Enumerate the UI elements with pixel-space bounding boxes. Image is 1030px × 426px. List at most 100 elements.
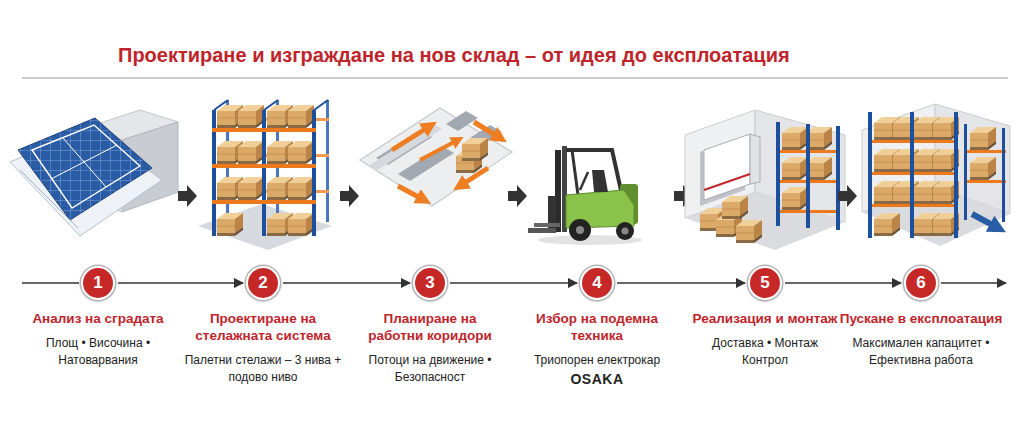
step-circle: 1 xyxy=(81,266,115,300)
aisle-plan-illustration-part xyxy=(392,126,430,150)
warehouse-illustration-part xyxy=(966,180,1006,183)
warehouse-illustration-part xyxy=(910,112,914,238)
step-number: 2 xyxy=(248,268,278,298)
timeline-arrow xyxy=(617,282,745,284)
assembly-illustration-part xyxy=(685,110,755,218)
assembly-illustration-part xyxy=(776,122,780,226)
blueprint-illustration-part xyxy=(32,125,140,208)
rack-illustration-part xyxy=(238,141,264,164)
step-node: 2Проектиране на стелажната системаПалетн… xyxy=(181,266,346,387)
step-description: Максимален капацитет • Ефективна работа xyxy=(846,335,996,370)
aisle-plan-illustration-part xyxy=(474,122,500,138)
aisle-plan-illustration-part xyxy=(360,108,512,206)
forklift-illustration xyxy=(528,146,642,245)
step-node: 3Планиране на работни коридориПотоци на … xyxy=(355,266,505,387)
step-number: 1 xyxy=(83,268,113,298)
timeline-line xyxy=(22,282,79,284)
step-arrow xyxy=(508,185,527,207)
step-circle: 3 xyxy=(413,266,447,300)
warehouse-illustration-part xyxy=(1002,128,1005,222)
step-arrow xyxy=(340,185,359,207)
step-circle: 5 xyxy=(748,266,782,300)
step-circle: 4 xyxy=(580,266,614,300)
blueprint-illustration xyxy=(10,110,178,236)
step-heading: Реализация и монтаж xyxy=(679,311,851,328)
step-number: 4 xyxy=(582,268,612,298)
assembly-illustration-part xyxy=(782,157,808,180)
rack-illustration-part xyxy=(288,177,314,200)
warehouse-illustration-part xyxy=(964,124,967,220)
assembly-illustration-part xyxy=(750,134,760,184)
rack-illustration xyxy=(198,100,332,250)
forklift-illustration-part xyxy=(580,172,588,190)
assembly-illustration-part xyxy=(782,187,808,210)
diagram-title: Проектиране и изграждане на нов склад – … xyxy=(118,44,790,67)
assembly-illustration-part xyxy=(782,127,808,150)
step-circle: 2 xyxy=(246,266,280,300)
aisle-plan-illustration-part xyxy=(446,111,478,131)
warehouse-illustration-part xyxy=(868,112,872,238)
warehouse-illustration-part xyxy=(972,214,998,228)
rack-illustration-part xyxy=(214,100,228,110)
timeline-arrow xyxy=(118,282,243,284)
forklift-illustration-part xyxy=(576,226,584,234)
title-rule xyxy=(22,78,1008,79)
step-number: 5 xyxy=(750,268,780,298)
warehouse-illustration-part xyxy=(970,127,996,150)
rack-illustration-part xyxy=(212,128,316,132)
assembly-illustration-part xyxy=(722,196,748,219)
warehouse-illustration-part xyxy=(954,112,958,238)
blueprint-illustration-part xyxy=(63,138,106,187)
timeline-arrow xyxy=(283,282,410,284)
step-description: Потоци на движение • Безопасност xyxy=(365,352,495,387)
forklift-illustration-part xyxy=(592,170,608,192)
timeline-arrow xyxy=(785,282,901,284)
step-description: Площ • Височина • Натоварвания xyxy=(38,335,158,370)
assembly-illustration-part xyxy=(806,124,810,228)
aisle-plan-illustration-part xyxy=(462,138,488,161)
timeline-arrow xyxy=(450,282,577,284)
rack-illustration-part xyxy=(217,213,243,236)
step-description: Палетни стелажи – 3 нива + подово ниво xyxy=(181,352,346,387)
forklift-illustration-part xyxy=(569,219,591,241)
assembly-illustration-part xyxy=(736,220,762,243)
step-heading: Избор на подемна техника xyxy=(522,311,672,345)
aisle-plan-illustration-part xyxy=(368,124,442,171)
assembly-illustration-part xyxy=(704,174,750,190)
blueprint-illustration-part xyxy=(18,118,152,220)
step-heading: Анализ на сградата xyxy=(23,311,173,328)
step-description: Доставка • Монтаж Контрол xyxy=(700,335,830,370)
assembly-illustration-part xyxy=(836,126,840,230)
step-node: 6Пускане в експлоатацияМаксимален капаци… xyxy=(832,266,1010,370)
step-number: 3 xyxy=(415,268,445,298)
blueprint-illustration-part xyxy=(18,118,152,220)
rack-illustration-part xyxy=(264,100,278,110)
forklift-illustration-part xyxy=(572,150,578,195)
rack-illustration-part xyxy=(288,105,314,128)
assembly-illustration-part xyxy=(704,134,750,200)
forklift-illustration-part xyxy=(616,222,634,240)
step-heading: Проектиране на стелажната система xyxy=(188,311,338,345)
timeline-line xyxy=(941,282,1006,284)
warehouse-illustration xyxy=(862,104,1010,246)
step-node: 1Анализ на сградатаПлощ • Височина • Нат… xyxy=(23,266,173,370)
step-arrow xyxy=(178,185,197,207)
forklift-illustration-part xyxy=(622,228,629,235)
rack-illustration-part xyxy=(288,213,314,236)
rack-illustration-part xyxy=(238,105,264,128)
forklift-illustration-part xyxy=(528,228,556,233)
rack-illustration-part xyxy=(314,100,328,110)
aisle-plan-illustration-part xyxy=(398,186,424,200)
rack-illustration-part xyxy=(288,141,314,164)
forklift-illustration-part xyxy=(534,223,560,227)
step-node: 4Избор на подемна техникаТриопорен елект… xyxy=(522,266,672,387)
aisle-plan-illustration-part xyxy=(420,140,458,160)
step-number: 6 xyxy=(906,268,936,298)
warehouse-illustration-part xyxy=(970,157,996,180)
step-node: 5Реализация и монтажДоставка • Монтаж Ко… xyxy=(679,266,851,370)
aisle-plan-illustration xyxy=(360,108,512,206)
step-heading: Планиране на работни коридори xyxy=(355,311,505,345)
blueprint-illustration-part xyxy=(20,170,78,228)
rack-illustration-part xyxy=(238,177,264,200)
